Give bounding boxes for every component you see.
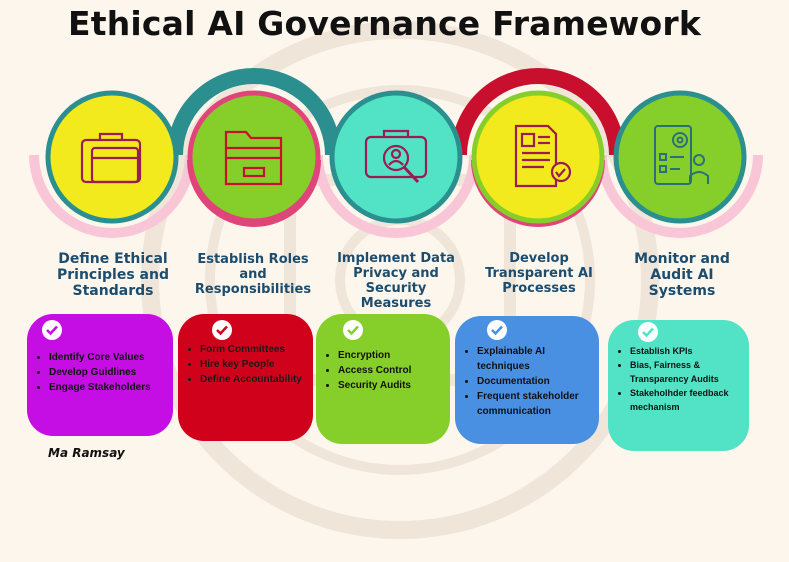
stage-card-5: Establish KPIs Bias, Fairness & Transpar… [608,320,749,451]
list-item: Develop Guidlines [49,365,165,380]
pink-ring-3 [313,154,479,238]
stage-card-3: Encryption Access Control Security Audit… [316,314,450,444]
stage-circles [29,68,763,238]
document-check-icon [514,124,572,188]
stage-card-2: Form Committees Hire key People Define A… [178,314,313,441]
check-icon [212,320,232,340]
list-item: Encryption [338,348,442,363]
author-signature: Ma Ramsay [48,446,125,460]
list-item: Hire key People [200,357,305,372]
list-item: Frequent stakeholder communication [477,389,591,419]
stage-title-1: Define Ethical Principles and Standards [57,251,169,299]
check-icon [638,322,658,342]
list-item: Bias, Fairness & Transparency Audits [630,358,741,386]
briefcase-icon [80,132,142,184]
stage-title-5: Monitor and Audit AI Systems [634,251,730,299]
pink-ring-1 [29,154,195,238]
stage-card-4: Explainable AI techniques Documentation … [455,316,599,444]
teal-arc [167,68,341,156]
stage-title-4: Develop Transparent AI Processes [485,251,593,296]
page-title: Ethical AI Governance Framework [68,4,701,43]
search-case-icon [364,129,428,184]
list-item: Define Accountability [200,372,305,387]
folder-icon [224,130,283,186]
list-item: Access Control [338,363,442,378]
stage-title-3: Implement Data Privacy and Security Meas… [337,251,455,311]
list-item: Security Audits [338,378,442,393]
pink-ring-5 [597,154,763,238]
list-item: Explainable AI techniques [477,344,591,374]
list-item: Identify Core Values [49,350,165,365]
list-item: Establish KPIs [630,344,741,358]
check-icon [487,320,507,340]
check-icon [42,320,62,340]
list-item: Documentation [477,374,591,389]
stage-circle-4 [471,90,605,224]
stage-title-2: Establish Roles and Responsibilities [194,252,312,297]
list-item: Engage Stakeholders [49,380,165,395]
check-icon [343,320,363,340]
list-item: Stakeholhder feedback mechanism [630,386,741,414]
stage-card-1: Identify Core Values Develop Guidlines E… [27,314,173,436]
crimson-arc [451,68,625,156]
monitor-gear-icon [654,125,709,185]
list-item: Form Committees [200,342,305,357]
